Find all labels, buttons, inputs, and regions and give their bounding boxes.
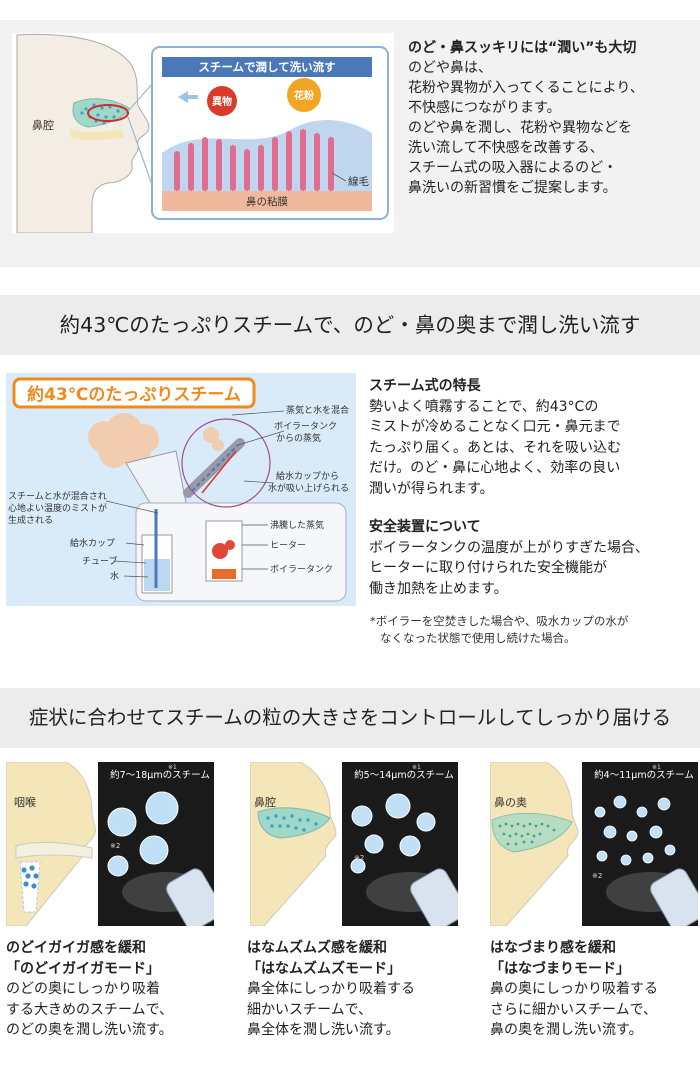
card-line: 細かいスチームで、 <box>247 1001 373 1018</box>
mucosa-label: 鼻の粘膜 <box>246 195 288 208</box>
label-suction: 水が吸い上げられる <box>268 482 349 494</box>
steam-features: スチーム式の特長 勢いよく噴霧することで、約43°Cの ミストが冷めることなく口… <box>369 376 699 499</box>
label-boiler-steam: ボイラータンク <box>274 421 337 432</box>
section-heading-particles: 症状に合わせてスチームの粒の大きさをコントロールしてしっかり届ける <box>28 706 672 729</box>
card-mode: 「のどイガイガモード」 <box>6 960 160 977</box>
intro-line: 洗い流して不快感を改善する、 <box>408 140 604 156</box>
card-throat: のどイガイガ感を緩和 「のどイガイガモード」 のどの奥にしっかり吸着 する大きめ… <box>6 938 236 1041</box>
label-boiled: 沸騰した蒸気 <box>270 519 324 531</box>
note2: ※2 <box>110 842 120 850</box>
size-label: 約7～18μmのスチーム <box>110 769 210 781</box>
steam-line: 潤いが得られます。 <box>369 480 494 497</box>
label-cup: 給水カップ <box>70 537 115 549</box>
intro-line: 不快感につながります。 <box>408 100 561 116</box>
card-line: 鼻の奥にしっかり吸着する <box>490 981 658 997</box>
note2: ※2 <box>592 872 602 880</box>
safety-line: ヒーターに取り付けられた安全機能が <box>369 560 607 576</box>
label-suction: 給水カップから <box>276 470 339 482</box>
intro-line: のどや鼻を潤し、花粉や異物などを <box>408 120 632 136</box>
label-mist: 心地よい温度のミストが <box>8 502 107 514</box>
card-illustration-nose: 鼻腔 約5～14μmのスチーム ※1 ※2 <box>249 761 467 931</box>
steam-line: ミストが冷めることなく口元・鼻元まで <box>369 419 621 435</box>
intro-text: のど・鼻スッキリには“潤い”も大切 のどや鼻は、 花粉や異物が入ってくることによ… <box>408 38 698 198</box>
pollen-label: 花粉 <box>294 89 314 102</box>
card-line: のどの奥を潤し洗い流す。 <box>6 1022 173 1038</box>
section-band <box>0 688 700 748</box>
label-mix: 蒸気と水を混合 <box>286 404 349 416</box>
safety-title: 安全装置について <box>369 519 481 535</box>
card-line: 鼻全体にしっかり吸着する <box>247 981 415 997</box>
label-mist: 生成される <box>8 514 53 526</box>
note-line: なくなった状態で使用し続けた場合。 <box>380 631 576 645</box>
arrow-left-icon <box>178 91 198 103</box>
section-band <box>0 295 700 355</box>
intro-title: のど・鼻スッキリには“潤い”も大切 <box>408 40 637 56</box>
safety-device: 安全装置について ボイラータンクの温度が上がりすぎた場合、 ヒーターに取り付けら… <box>369 517 700 599</box>
safety-line: 働き加熱を止めます。 <box>369 580 508 597</box>
nasal-moisture-illustration: 鼻腔 スチームで潤して洗い流す 異物 花粉 鼻の粘膜 線毛 <box>12 33 394 234</box>
section-heading-steam: 約43℃のたっぷりスチームで、のど・鼻の奥まで潤し洗い流す <box>59 313 641 337</box>
card-inner-nose: はなづまり感を緩和 「はなづまりモード」 鼻の奥にしっかり吸着する さらに細かい… <box>490 938 700 1041</box>
card-line: さらに細かいスチームで、 <box>490 1001 658 1018</box>
card-illustration-throat: 咽喉 約7～18μmのスチーム ※1 ※2 <box>5 761 223 931</box>
steam-wash-banner: スチームで潤して洗い流す <box>198 60 335 74</box>
safety-line: ボイラータンクの温度が上がりすぎた場合、 <box>369 539 649 556</box>
card-title: はなムズムズ感を緩和 <box>247 940 387 956</box>
intro-line: 花粉や異物が入ってくることにより、 <box>408 80 644 96</box>
steam-mechanism-diagram: 約43℃のたっぷりスチーム <box>6 373 356 606</box>
region-label: 鼻腔 <box>254 795 276 809</box>
label-heater: ヒーター <box>270 540 306 551</box>
card-line: のどの奥にしっかり吸着 <box>6 981 160 997</box>
card-illustration-inner-nose: 鼻の奥 約4～11μmのスチーム ※1 ※2 <box>489 761 700 931</box>
note2: ※2 <box>354 854 364 862</box>
sup-note: ※1 <box>168 764 177 771</box>
card-title: はなづまり感を緩和 <box>490 940 616 956</box>
label-mist: スチームと水が混合され <box>8 490 107 502</box>
card-line: 鼻の奥を潤し洗い流す。 <box>490 1022 643 1038</box>
note-line: *ボイラーを空焚きした場合や、吸水カップの水が <box>370 614 629 628</box>
sup-note: ※1 <box>652 764 661 771</box>
label-water: 水 <box>110 570 119 582</box>
intro-line: のどや鼻は、 <box>408 60 492 76</box>
label-boiler-steam: からの蒸気 <box>276 432 321 444</box>
card-nose: はなムズムズ感を緩和 「はなムズムズモード」 鼻全体にしっかり吸着する 細かいス… <box>247 938 477 1041</box>
card-title: のどイガイガ感を緩和 <box>6 940 146 956</box>
card-line: 鼻全体を潤し洗い流す。 <box>247 1022 400 1038</box>
steam-line: たっぷり届く。あとは、それを吸い込む <box>369 439 621 456</box>
sup-note: ※1 <box>412 764 421 771</box>
label-boiler: ボイラータンク <box>270 564 333 575</box>
steam-features-title: スチーム式の特長 <box>369 378 481 394</box>
size-label: 約5～14μmのスチーム <box>354 769 454 781</box>
cilia-label: 線毛 <box>348 175 369 188</box>
foreign-matter-label: 異物 <box>212 95 232 108</box>
region-label: 鼻の奥 <box>494 795 527 809</box>
label-tube: チューブ <box>82 555 117 567</box>
steam-line: 勢いよく噴霧することで、約43°Cの <box>369 398 599 415</box>
safety-note: *ボイラーを空焚きした場合や、吸水カップの水が なくなった状態で使用し続けた場合… <box>370 613 700 647</box>
region-label: 咽喉 <box>14 796 36 809</box>
steam-line: だけ。のど・鼻に心地よく、効率の良い <box>369 460 621 476</box>
steam-banner: 約43℃のたっぷりスチーム <box>27 384 241 405</box>
size-label: 約4～11μmのスチーム <box>594 769 694 781</box>
card-mode: 「はなムズムズモード」 <box>247 960 401 977</box>
intro-line: スチーム式の吸入器によるのど・ <box>408 160 618 176</box>
card-mode: 「はなづまりモード」 <box>490 960 630 977</box>
intro-line: 鼻洗いの新習慣をご提案します。 <box>408 180 617 196</box>
card-line: する大きめのスチームで、 <box>6 1001 174 1018</box>
nasal-cavity-label: 鼻腔 <box>32 118 54 132</box>
